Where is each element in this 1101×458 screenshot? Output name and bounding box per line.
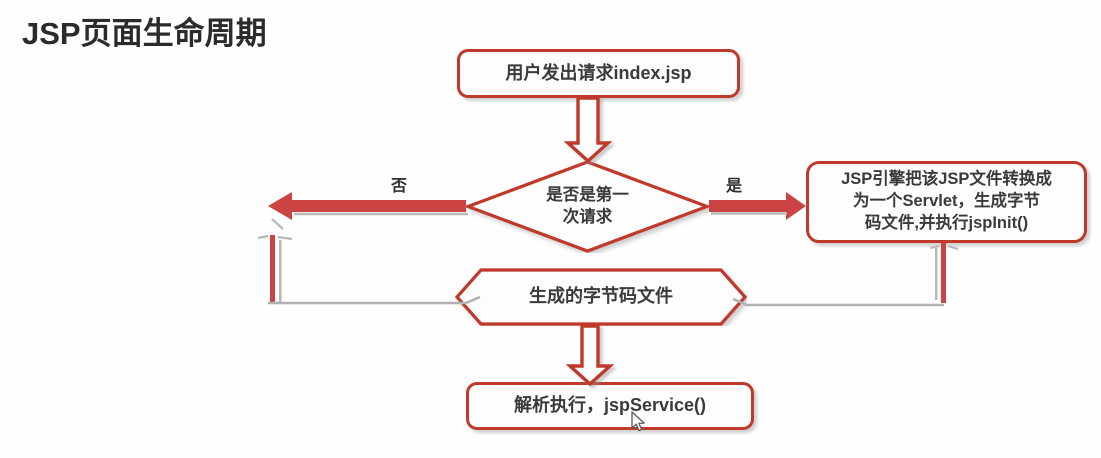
edge-engine-vertical [929, 243, 959, 303]
edge-label-yes: 是 [726, 178, 743, 195]
edge-left-to-bytecode [268, 295, 481, 305]
node-service-label: 解析执行，jspService() [513, 395, 707, 416]
diamond-shape [466, 160, 709, 253]
node-bytecode-hexagon[interactable]: 生成的字节码文件 [455, 268, 747, 326]
edge-decision-to-engine [709, 192, 806, 220]
edge-left-vertical [257, 234, 293, 303]
node-engine-box[interactable]: JSP引擎把该JSP文件转换成 为一个Servlet，生成字节 码文件,并执行j… [806, 161, 1087, 243]
edge-request-to-decision [563, 96, 613, 164]
node-decision-diamond[interactable]: 是否是第一 次请求 [466, 160, 709, 253]
page-title: JSP页面生命周期 [22, 16, 267, 51]
edge-bytecode-to-service [565, 324, 615, 387]
edge-engine-to-bytecode [732, 297, 944, 307]
node-service-box[interactable]: 解析执行，jspService() [466, 382, 754, 430]
node-engine-label: JSP引擎把该JSP文件转换成 为一个Servlet，生成字节 码文件,并执行j… [841, 170, 1052, 232]
edge-decision-to-left [268, 192, 468, 230]
hexagon-shape [455, 268, 747, 326]
node-request-label: 用户发出请求index.jsp [505, 62, 692, 83]
edge-label-no: 否 [391, 178, 408, 195]
node-request-box[interactable]: 用户发出请求index.jsp [457, 49, 740, 98]
